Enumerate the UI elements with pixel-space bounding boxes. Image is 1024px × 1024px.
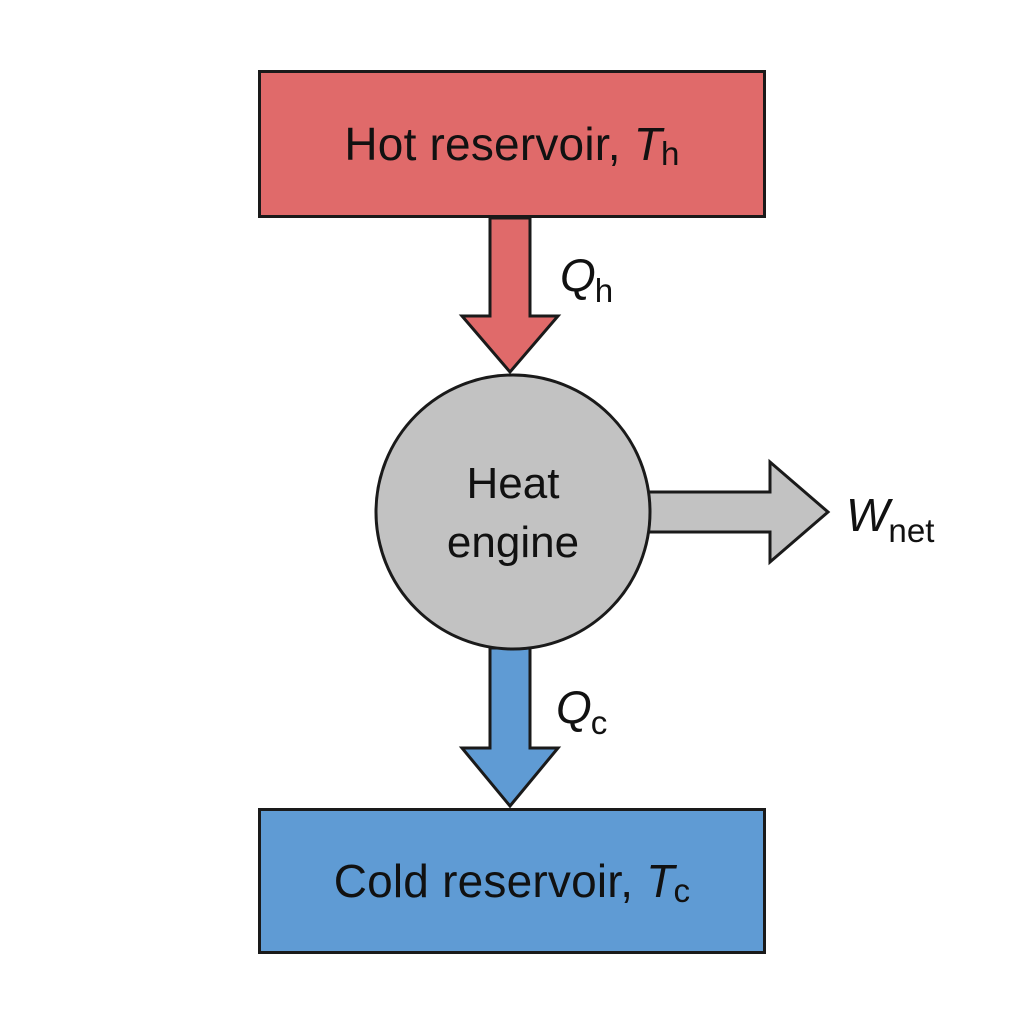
heat-in-symbol: Q [560, 249, 596, 301]
heat-engine-circle [374, 373, 652, 651]
cold-reservoir-temperature-symbol: T [646, 855, 675, 907]
heat-out-arrow [458, 646, 562, 809]
heat-engine-label-line2: engine [446, 518, 580, 567]
work-out-label: Wnet [846, 488, 934, 550]
heat-in-label: Qh [560, 248, 613, 310]
work-symbol: W [846, 489, 890, 541]
hot-reservoir-temperature-symbol: T [633, 118, 662, 170]
work-subscript: net [888, 512, 935, 550]
heat-out-subscript: c [590, 704, 608, 742]
cold-reservoir-temperature-subscript: c [673, 872, 691, 910]
cold-reservoir-fill [259, 809, 765, 953]
hot-reservoir-label: Hot reservoir, [344, 118, 634, 170]
heat-out-label: Qc [556, 680, 607, 742]
heat-in-subscript: h [594, 272, 614, 310]
hot-reservoir-temperature-subscript: h [661, 135, 680, 173]
heat-engine-label: Heat engine [376, 376, 650, 650]
hot-reservoir-fill [259, 71, 765, 217]
heat-in-arrow [458, 216, 562, 375]
heat-out-symbol: Q [556, 681, 592, 733]
cold-reservoir-label: Cold reservoir, [333, 855, 647, 907]
heat-engine-label-line1: Heat [466, 458, 560, 508]
work-out-arrow [644, 458, 831, 566]
